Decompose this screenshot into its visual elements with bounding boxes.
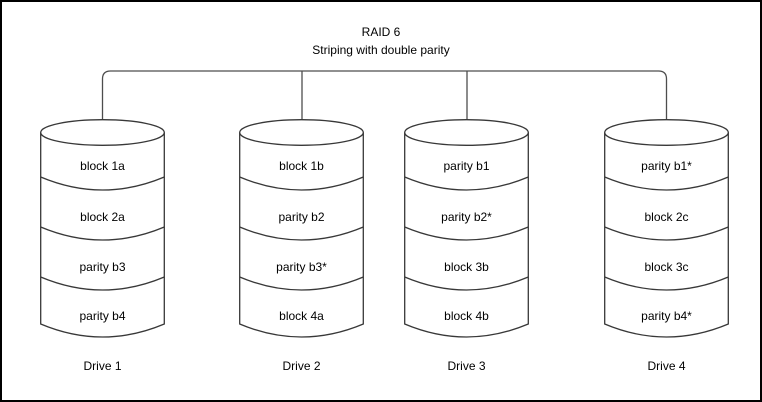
drive-4-cylinder-icon (604, 119, 729, 338)
block-label: block 1a (80, 159, 125, 173)
block-label: parity b1 (443, 159, 490, 173)
block-label: block 2a (80, 210, 125, 224)
block-label: parity b3* (276, 260, 327, 274)
drive-label: Drive 1 (83, 359, 122, 373)
block-label: parity b3 (79, 260, 126, 274)
diagram-title: RAID 6 (361, 25, 401, 39)
drive-3-cylinder-icon (404, 119, 529, 338)
diagram-title-block: RAID 6 Striping with double parity (2, 23, 760, 59)
drive-2-group: block 1b parity b2 parity b3* block 4a D… (239, 119, 364, 379)
drive-4-group: parity b1* block 2c block 3c parity b4* … (604, 119, 729, 379)
block-label: parity b2* (441, 210, 492, 224)
block-label: block 3c (644, 260, 689, 274)
drive-label: Drive 2 (282, 359, 321, 373)
block-label: block 4a (279, 309, 324, 323)
block-label: parity b4 (79, 309, 126, 323)
drive-label: Drive 3 (447, 359, 486, 373)
drive-label: Drive 4 (647, 359, 686, 373)
drive-3-group: parity b1 parity b2* block 3b block 4b D… (404, 119, 529, 379)
block-label: parity b4* (641, 309, 692, 323)
block-label: block 1b (279, 159, 324, 173)
block-label: block 3b (444, 260, 489, 274)
block-label: block 2c (644, 210, 689, 224)
drive-1-group: block 1a block 2a parity b3 parity b4 Dr… (40, 119, 165, 379)
block-label: parity b1* (641, 159, 692, 173)
block-label: parity b2 (278, 210, 325, 224)
drive-2-cylinder-icon (239, 119, 364, 338)
drive-1-cylinder-icon (40, 119, 165, 338)
block-label: block 4b (444, 309, 489, 323)
diagram-subtitle: Striping with double parity (312, 43, 450, 57)
